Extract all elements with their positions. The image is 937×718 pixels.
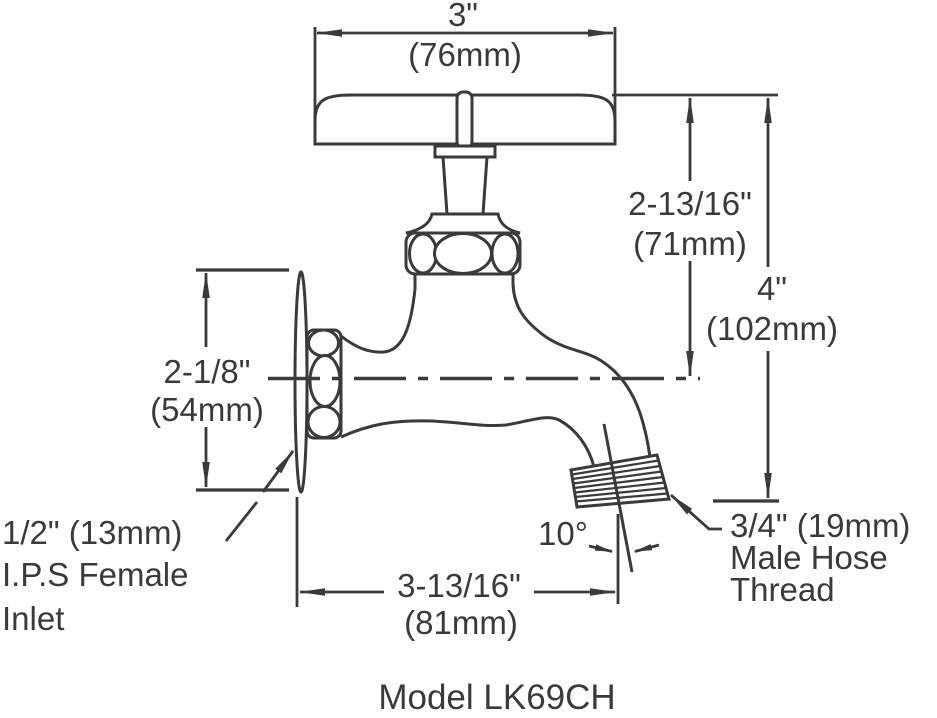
body-bottom-contour (340, 416, 596, 468)
dimension-labels: 3" (76mm) 2-13/16" (71mm) 4" (102mm) 2-1… (2, 0, 910, 717)
label-top-to-centerline-mm: (71mm) (633, 225, 747, 262)
body-top-contour (340, 274, 417, 354)
label-wall-to-outlet-mm: (81mm) (404, 604, 518, 641)
label-outlet-line1: 3/4" (19mm) (730, 507, 910, 544)
label-inlet-line2: I.P.S Female (2, 556, 188, 593)
bonnet (405, 212, 521, 235)
model-title: Model LK69CH (378, 678, 615, 717)
inlet-leader (224, 450, 295, 542)
label-inlet-line3: Inlet (2, 600, 64, 637)
label-outlet-line2: Male Hose (730, 539, 888, 576)
label-outlet-angle: 10° (538, 515, 588, 552)
hose-thread (569, 453, 671, 509)
dimension-lines (196, 27, 779, 607)
label-top-to-outlet-mm: (102mm) (706, 310, 838, 347)
packing-nut (404, 231, 522, 276)
wall-flange (293, 270, 309, 494)
dim-flange-height (196, 268, 289, 492)
label-top-to-centerline-in: 2-13/16" (628, 185, 752, 222)
label-handle-width-in: 3" (448, 0, 478, 33)
wall-nut (305, 328, 343, 440)
angle-arrows (588, 543, 660, 553)
dim-handle-width (313, 27, 617, 133)
label-outlet-line3: Thread (730, 571, 835, 608)
handle-post (455, 90, 474, 150)
label-top-to-outlet-in: 4" (757, 270, 787, 307)
faucet-drawing (268, 90, 700, 573)
label-inlet-line1: 1/2" (13mm) (2, 514, 182, 551)
dim-top-to-outlet (713, 97, 779, 503)
label-handle-width-mm: (76mm) (408, 36, 522, 73)
label-wall-to-outlet-in: 3-13/16" (397, 567, 521, 604)
spout-axis-line (602, 423, 634, 573)
spout-contour (511, 274, 652, 458)
stem-collar (433, 144, 497, 159)
dim-wall-to-outlet (295, 497, 620, 607)
valve-stem (441, 156, 489, 215)
label-flange-height-mm: (54mm) (150, 391, 264, 428)
label-flange-height-in: 2-1/8" (164, 353, 251, 390)
outlet-leader (670, 493, 722, 531)
